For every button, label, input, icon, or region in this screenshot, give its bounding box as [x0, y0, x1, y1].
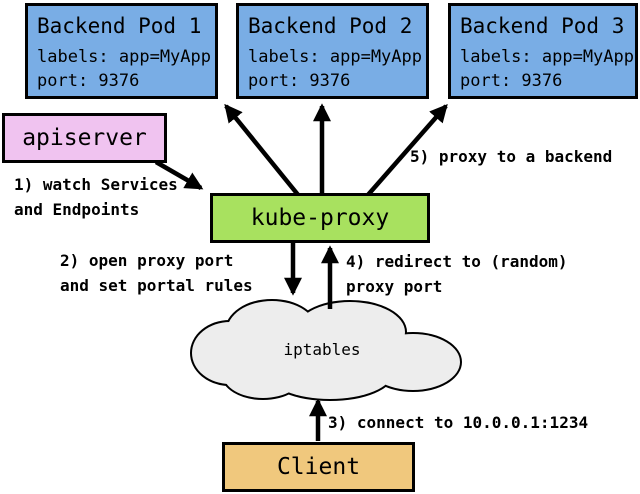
- backend-pod-1: Backend Pod 1 labels: app=MyApp port: 93…: [25, 3, 218, 99]
- step-1-watch-services: 1) watch Services and Endpoints: [14, 172, 178, 222]
- step-4-line-1: 4) redirect to (random): [346, 252, 568, 271]
- arrow-apiserver-to-kube-proxy: [154, 160, 204, 190]
- iptables-label: iptables: [283, 340, 361, 359]
- arrow-kube-proxy-to-pod3: [365, 103, 448, 198]
- step-2-open-proxy-port: 2) open proxy port and set portal rules: [60, 248, 253, 298]
- step-2-line-1: 2) open proxy port: [60, 251, 234, 270]
- pod-title: Backend Pod 1: [37, 14, 202, 38]
- step-3-line-1: 3) connect to 10.0.0.1:1234: [328, 413, 589, 432]
- backend-pod-2: Backend Pod 2 labels: app=MyApp port: 93…: [236, 3, 429, 99]
- apiserver-label: apiserver: [22, 125, 147, 151]
- step-1-line-1: 1) watch Services: [14, 175, 178, 194]
- pod-port: port: 9376: [248, 71, 351, 91]
- kube-proxy-box: kube-proxy: [210, 193, 430, 243]
- apiserver-box: apiserver: [2, 113, 167, 163]
- pod-port: port: 9376: [37, 71, 140, 91]
- backend-pod-3: Backend Pod 3 labels: app=MyApp port: 93…: [448, 3, 638, 99]
- step-3-connect: 3) connect to 10.0.0.1:1234: [328, 410, 588, 435]
- pod-port: port: 9376: [460, 71, 563, 91]
- pod-labels: labels: app=MyApp: [460, 47, 634, 67]
- step-4-redirect: 4) redirect to (random) proxy port: [346, 249, 568, 299]
- kube-proxy-label: kube-proxy: [250, 205, 390, 231]
- pod-labels: labels: app=MyApp: [37, 47, 211, 67]
- client-label: Client: [276, 454, 361, 480]
- step-1-line-2: and Endpoints: [14, 200, 140, 219]
- iptables-cloud: [190, 299, 462, 401]
- step-5-proxy-backend: 5) proxy to a backend: [410, 144, 612, 169]
- pod-title: Backend Pod 2: [248, 14, 413, 38]
- step-2-line-2: and set portal rules: [60, 276, 253, 295]
- arrow-kube-proxy-to-pod1: [224, 103, 301, 198]
- step-5-line-1: 5) proxy to a backend: [410, 147, 613, 166]
- pod-title: Backend Pod 3: [460, 14, 625, 38]
- pod-labels: labels: app=MyApp: [248, 47, 422, 67]
- step-4-line-2: proxy port: [346, 277, 443, 296]
- client-box: Client: [222, 442, 415, 492]
